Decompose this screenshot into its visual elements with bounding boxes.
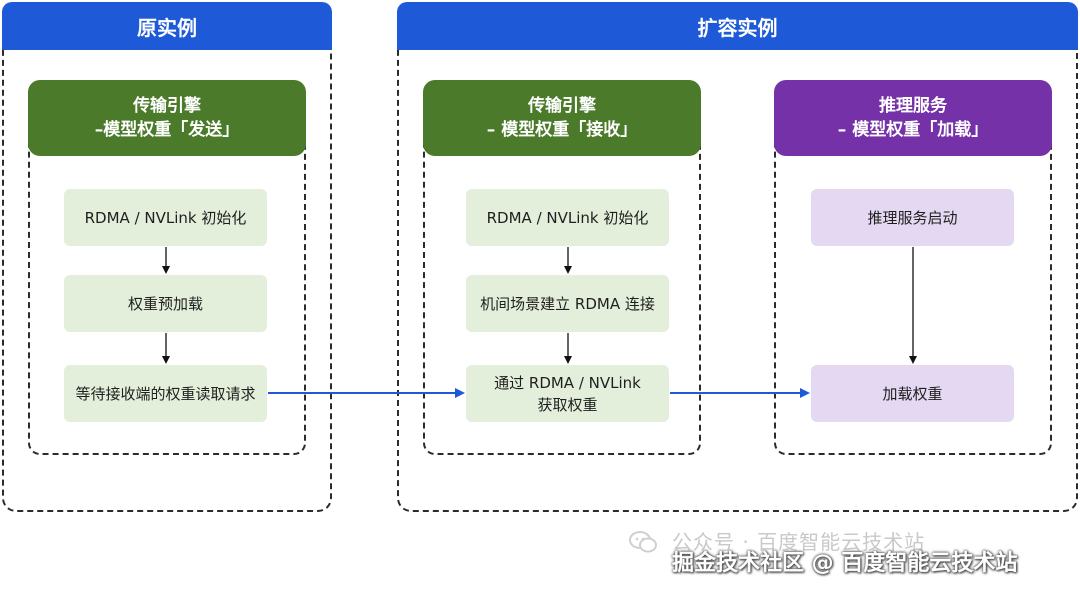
receive-step-fetch-line2: 获取权重 — [537, 395, 598, 414]
watermark-faint-text: 公众号 · 百度智能云技术站 — [672, 530, 926, 554]
receive-panel-header: 传输引擎 – 模型权重「接收」 — [423, 80, 701, 156]
send-step-wait-request: 等待接收端的权重读取请求 — [64, 365, 267, 422]
receive-step-fetch-line1: 通过 RDMA / NVLink — [494, 373, 641, 392]
inference-step-load-weights: 加载权重 — [811, 365, 1014, 422]
original-instance-title: 原实例 — [2, 2, 332, 50]
inference-step-start: 推理服务启动 — [811, 189, 1014, 246]
send-panel-header-line1: 传输引擎 — [133, 96, 201, 116]
receive-panel-header-line2: – 模型权重「接收」 — [486, 120, 638, 140]
send-panel-header: 传输引擎 –模型权重「发送」 — [28, 80, 306, 156]
inference-panel-header-line2: – 模型权重「加载」 — [837, 120, 989, 140]
watermark-text: 掘金技术社区 @ 百度智能云技术站 — [672, 551, 1018, 576]
receive-panel-header-line1: 传输引擎 — [528, 96, 596, 116]
send-step-init: RDMA / NVLink 初始化 — [64, 189, 267, 246]
wechat-icon — [629, 531, 657, 553]
receive-step-connect: 机间场景建立 RDMA 连接 — [466, 275, 669, 332]
inference-panel-header-line1: 推理服务 — [879, 96, 947, 116]
scaled-instance-title: 扩容实例 — [397, 2, 1078, 50]
send-step-preload: 权重预加载 — [64, 275, 267, 332]
receive-step-fetch-weights: 通过 RDMA / NVLink 获取权重 — [466, 365, 669, 422]
receive-step-init: RDMA / NVLink 初始化 — [466, 189, 669, 246]
inference-panel-header: 推理服务 – 模型权重「加载」 — [774, 80, 1052, 156]
send-panel-header-line2: –模型权重「发送」 — [94, 120, 240, 140]
